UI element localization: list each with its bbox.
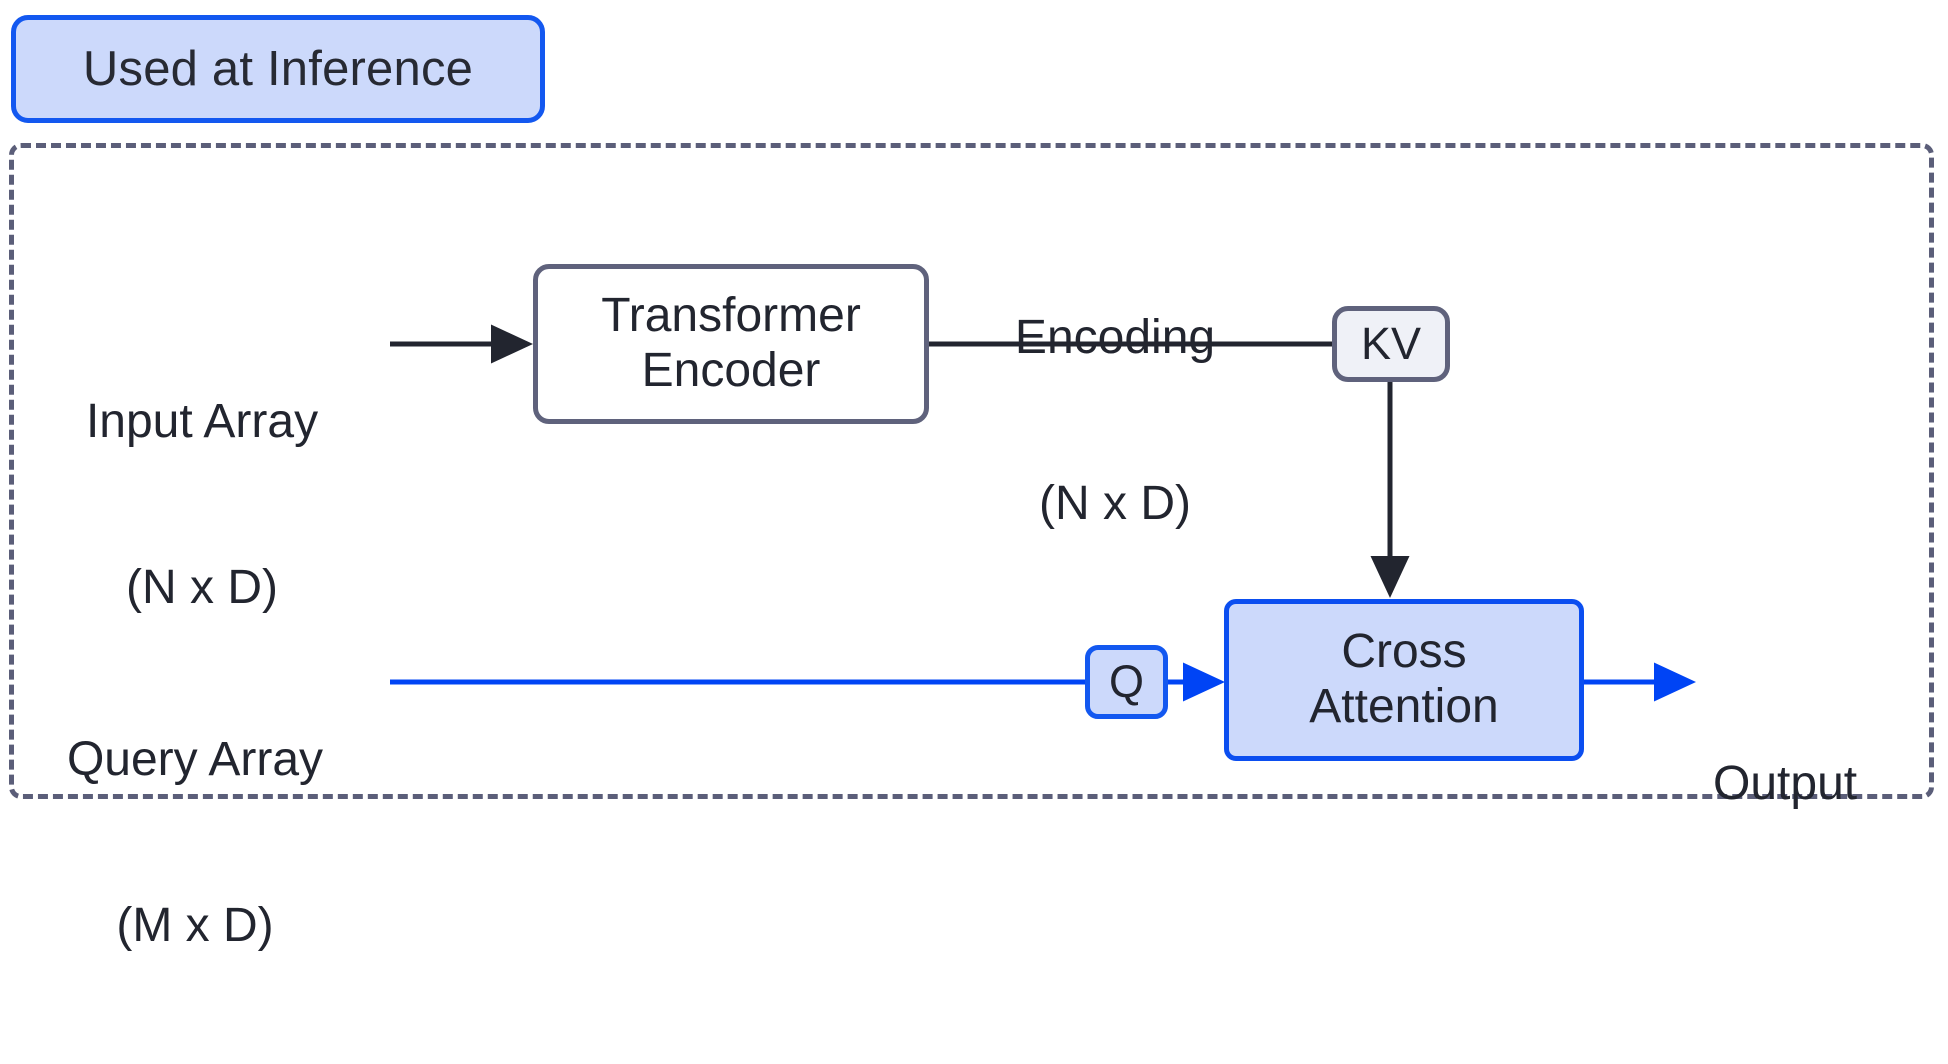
label-query-array: Query Array (M x D) [35,622,355,1064]
node-q[interactable]: Q [1085,645,1168,719]
label-input-array: Input Array (N x D) [42,284,362,726]
node-transformer-encoder-line2: Encoder [641,344,821,397]
legend-badge-label: Used at Inference [82,41,474,96]
inference-region-container [9,143,1934,799]
node-q-label: Q [1108,656,1144,708]
node-cross-attention[interactable]: Cross Attention [1224,599,1584,761]
node-transformer-encoder-line1: Transformer [601,289,861,343]
label-query-array-line1: Query Array [66,733,324,787]
label-input-array-line1: Input Array [85,395,319,449]
label-encoding: Encoding (N x D) [960,200,1270,642]
label-encoding-line1: Encoding [1014,311,1216,365]
node-kv-label: KV [1360,318,1422,370]
diagram-canvas: Used at Inference Input Array (N x D) Qu… [9,15,1934,952]
node-cross-attention-line2: Attention [1309,680,1499,733]
label-output-text: Output [1713,757,1858,811]
label-encoding-dims: (N x D) [1039,476,1191,530]
node-transformer-encoder-label: Transformer Encoder [601,289,861,398]
node-kv[interactable]: KV [1332,306,1450,382]
node-cross-attention-label: Cross Attention [1309,625,1498,734]
label-output: Output [1713,646,1943,922]
node-cross-attention-line1: Cross [1341,625,1467,679]
legend-badge-used-at-inference[interactable]: Used at Inference [11,15,545,123]
node-transformer-encoder[interactable]: Transformer Encoder [533,264,929,424]
label-input-array-dims: (N x D) [126,560,278,614]
label-query-array-dims: (M x D) [116,898,274,952]
